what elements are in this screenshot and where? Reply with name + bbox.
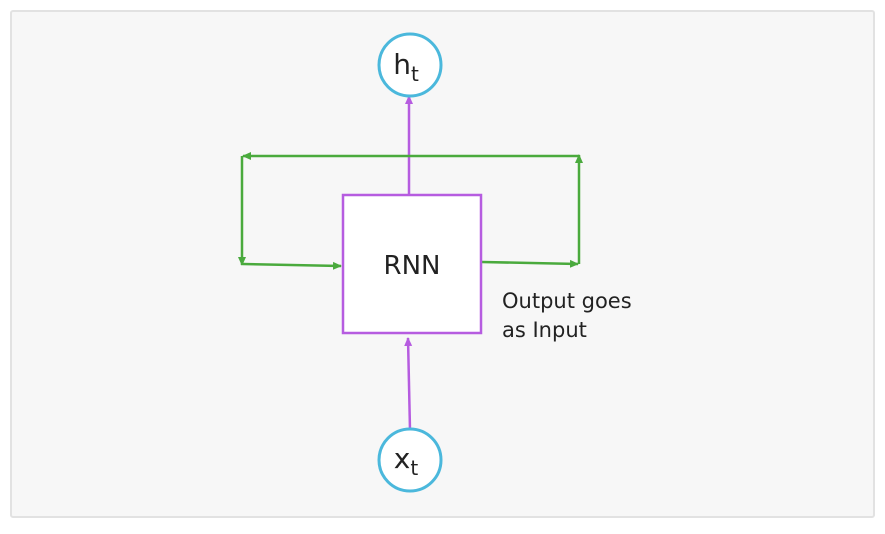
output-node-circle [377,32,443,98]
input-node-subscript: t [410,456,418,480]
rnn-label: RNN [384,251,441,281]
annotation-line-1: Output goes [502,289,632,313]
loop-out-segment [481,259,579,268]
output-node-label: ht [393,48,419,86]
input-node-label: xt [394,442,419,480]
loop-in-segment [242,261,342,270]
input-node-main: x [394,442,411,475]
output-node-subscript: t [411,62,419,86]
input-node-circle [377,427,443,493]
recurrent-loop [238,152,583,270]
annotation-line-2: as Input [502,318,587,342]
output-node-main: h [393,48,411,81]
rnn-box [341,193,483,335]
input-arrow [404,337,413,431]
